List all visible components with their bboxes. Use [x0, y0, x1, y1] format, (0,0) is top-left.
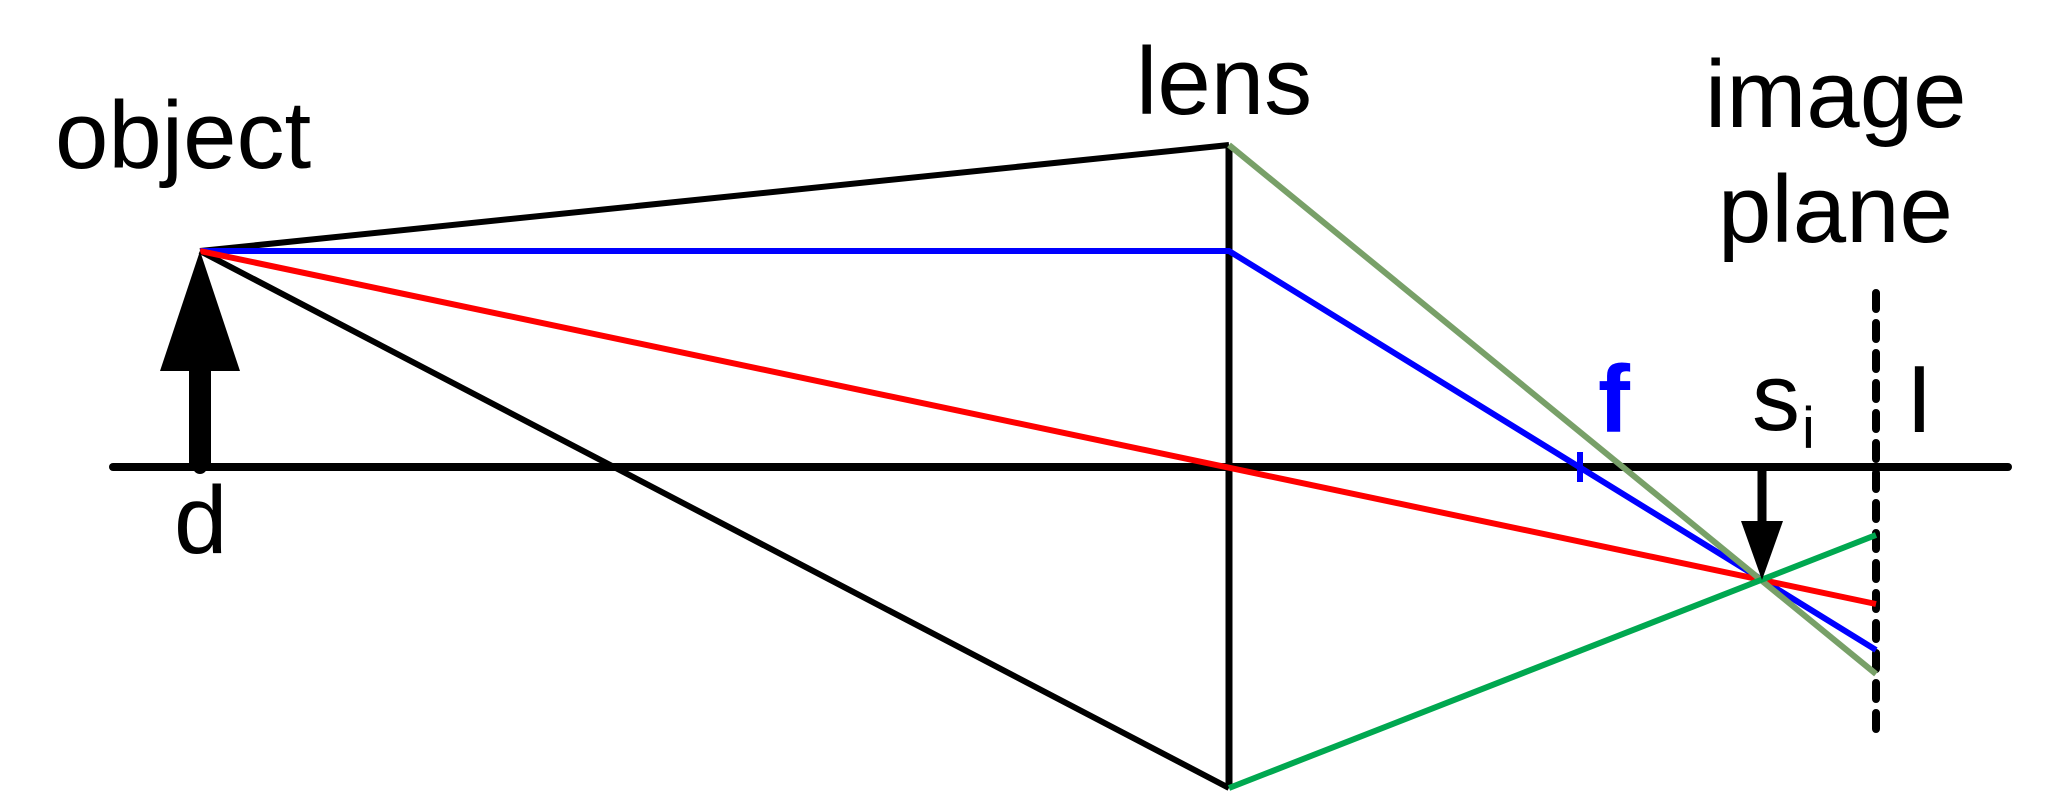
- image-plane-label-line2: plane: [1718, 156, 1953, 263]
- image-distance-main: s: [1752, 344, 1800, 451]
- object-distance-label: d: [174, 467, 227, 574]
- lens-label: lens: [1136, 28, 1312, 135]
- image-distance-label: si: [1752, 344, 1815, 461]
- ray-parallel: [200, 248, 1878, 653]
- focal-length-label: f: [1598, 346, 1631, 453]
- image-arrow: [1741, 467, 1783, 580]
- object-arrow: [160, 251, 240, 474]
- object-label: object: [55, 82, 311, 189]
- ray-bottom-refracted: [1227, 532, 1878, 791]
- ray-to-lens-top: [199, 142, 1230, 254]
- image-plane-mark-label: I: [1906, 346, 1933, 453]
- ray-chief: [199, 248, 1877, 607]
- image-distance-subscript: i: [1802, 396, 1815, 461]
- ray-top-refracted: [1227, 142, 1878, 677]
- ray-to-lens-bottom: [198, 248, 1231, 791]
- image-plane-label-line1: image: [1705, 41, 1966, 148]
